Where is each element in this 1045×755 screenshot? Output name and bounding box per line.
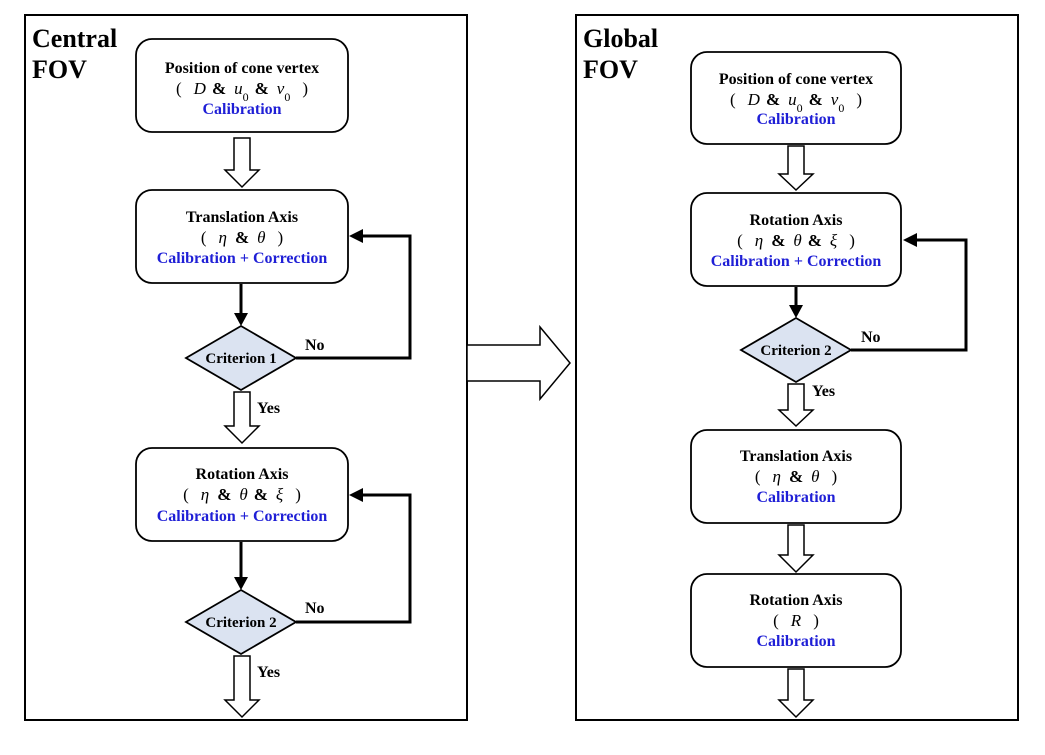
- no-loop-line: [296, 493, 412, 624]
- central-fov-panel: Central FOV Position of cone vertex (D&u…: [24, 14, 468, 721]
- translation-axis-action: Calibration + Correction: [157, 250, 328, 267]
- cone-vertex-action: Calibration: [756, 111, 835, 128]
- rotation-axis-box: [135, 447, 349, 542]
- arrow-head: [903, 233, 917, 247]
- translation-axis-box: [690, 429, 902, 524]
- hollow-arrow-down: [777, 145, 815, 192]
- hollow-arrow-down: [223, 137, 261, 189]
- arrow-head: [234, 313, 248, 326]
- arrow-head: [234, 577, 248, 590]
- arrow-head: [349, 488, 363, 502]
- translation-axis-params: (η&θ): [755, 467, 837, 486]
- yes-label: Yes: [257, 664, 280, 681]
- panel-transition-arrow: [466, 324, 571, 402]
- translation-axis-params: (η&θ): [201, 228, 283, 247]
- criterion-2-label: Criterion 2: [205, 615, 276, 631]
- hollow-arrow-down: [777, 383, 815, 428]
- no-label: No: [305, 600, 325, 617]
- hollow-arrow-down: [223, 655, 261, 719]
- criterion-1-diamond: [184, 324, 298, 392]
- no-loop-line: [296, 234, 412, 360]
- arrow-head: [789, 305, 803, 318]
- criterion-2-diamond: [184, 588, 298, 656]
- global-fov-title-line1: Global: [583, 24, 658, 53]
- criterion-1-label: Criterion 1: [205, 351, 276, 367]
- rotation-axis-action: Calibration + Correction: [157, 508, 328, 525]
- rotation-axis-title: Rotation Axis: [196, 466, 289, 483]
- cone-vertex-box: [135, 38, 349, 133]
- rotation-axis-action: Calibration + Correction: [711, 253, 882, 270]
- translation-axis-box: [135, 189, 349, 284]
- global-fov-title-line2: FOV: [583, 55, 638, 84]
- yes-label: Yes: [257, 400, 280, 417]
- no-loop-line: [851, 238, 968, 352]
- rotation-axis-r-box: [690, 573, 902, 668]
- arrow-head: [349, 229, 363, 243]
- cone-vertex-box: [690, 51, 902, 145]
- criterion-2-diamond: [739, 316, 853, 384]
- hollow-arrow-down: [223, 391, 261, 445]
- hollow-arrow-down: [777, 668, 815, 719]
- rotation-axis-r-title: Rotation Axis: [750, 592, 843, 609]
- translation-axis-action: Calibration: [756, 489, 835, 506]
- hollow-arrow-down: [777, 524, 815, 574]
- rotation-axis-params: (η&θ&ξ): [183, 485, 301, 504]
- criterion-2-label: Criterion 2: [760, 343, 831, 359]
- cone-vertex-title: Position of cone vertex: [165, 60, 319, 77]
- cone-vertex-title: Position of cone vertex: [719, 71, 873, 88]
- no-label: No: [305, 337, 325, 354]
- translation-axis-title: Translation Axis: [186, 209, 298, 226]
- cone-vertex-action: Calibration: [202, 101, 281, 118]
- no-label: No: [861, 329, 881, 346]
- rotation-axis-box: [690, 192, 902, 287]
- central-fov-title-line1: Central: [32, 24, 117, 53]
- central-fov-title-line2: FOV: [32, 55, 87, 84]
- yes-label: Yes: [812, 383, 835, 400]
- global-fov-panel: Global FOV Position of cone vertex (D&u0…: [575, 14, 1019, 721]
- rotation-axis-title: Rotation Axis: [750, 212, 843, 229]
- cone-vertex-params: (D&u0&v0): [176, 79, 308, 104]
- rotation-axis-r-action: Calibration: [756, 633, 835, 650]
- translation-axis-title: Translation Axis: [740, 448, 852, 465]
- rotation-axis-params: (η&θ&ξ): [737, 231, 855, 250]
